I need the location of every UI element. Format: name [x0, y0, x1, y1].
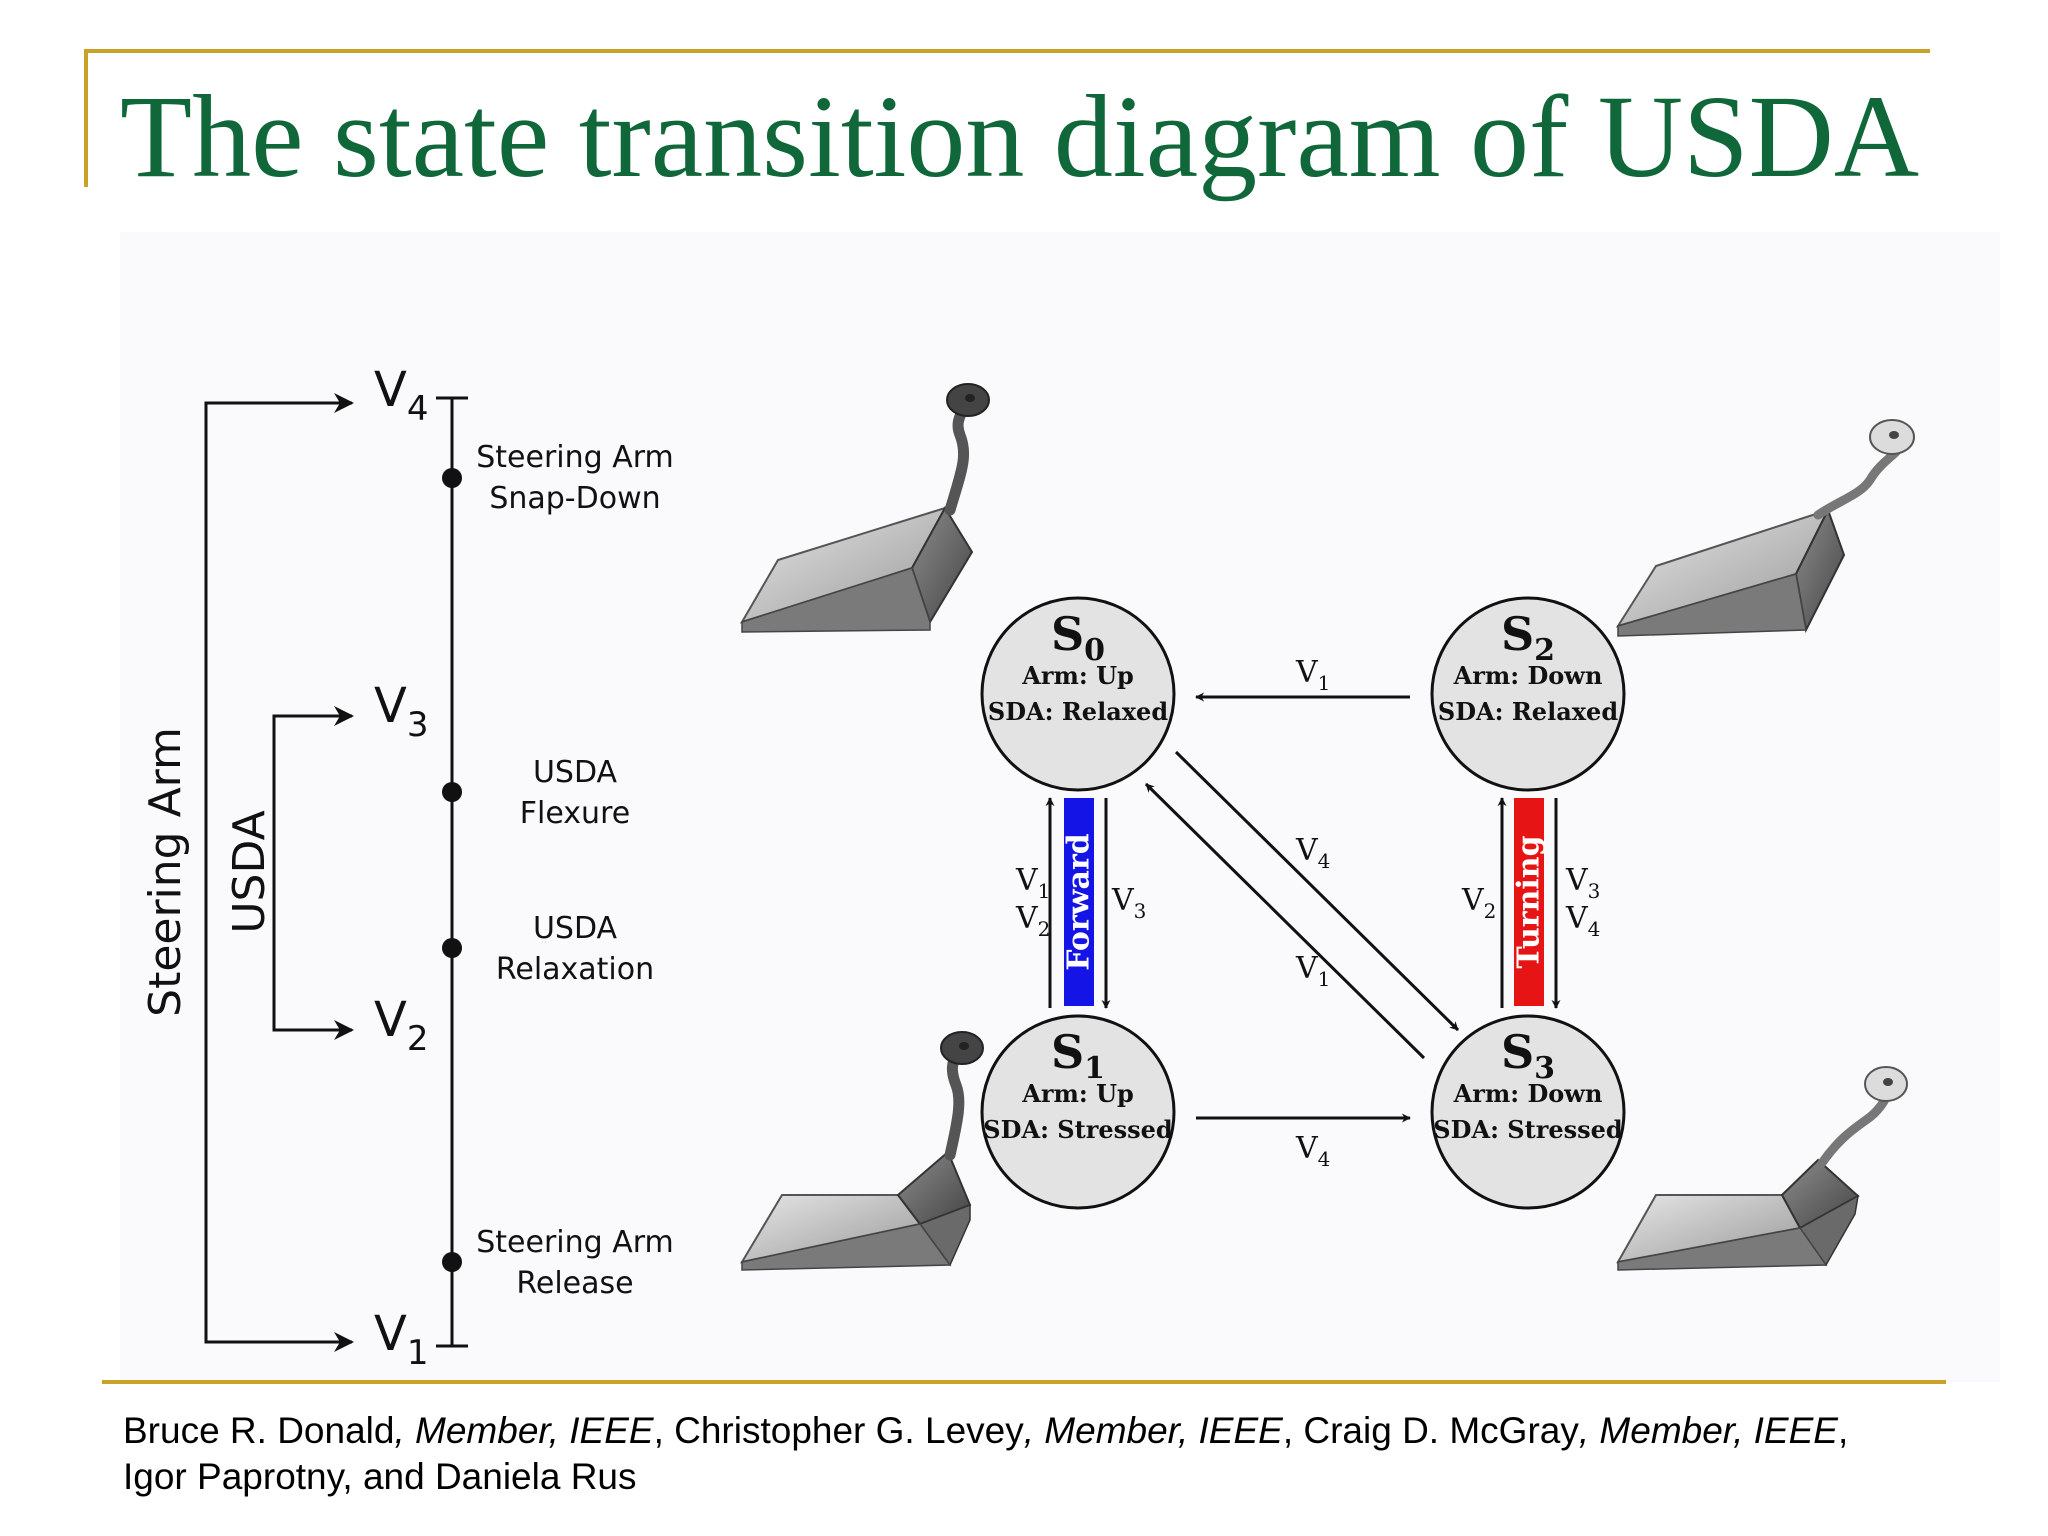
event-dot-relaxation: [442, 938, 462, 958]
event-label-release-2: Release: [516, 1266, 633, 1301]
author-1-affiliation: , Member, IEEE: [394, 1410, 654, 1451]
state-s1-name: S1: [1051, 1025, 1105, 1086]
event-label-snap-down-2: Snap-Down: [489, 481, 660, 516]
robot-illustration-arm-down-relaxed: [1615, 419, 1915, 637]
state-s1-sda: SDA: Stressed: [983, 1115, 1173, 1144]
arrow-s0-to-s3: [1174, 750, 1460, 1032]
voltage-label-v1: V1: [374, 1306, 428, 1373]
label-s0-to-s1: V3: [1111, 883, 1146, 923]
label-s2-to-s0: V1: [1295, 655, 1330, 695]
event-label-snap-down-1: Steering Arm: [476, 440, 674, 475]
state-s2: S2 Arm: Down SDA: Relaxed: [1430, 596, 1626, 792]
citation-line-2: Igor Paprotny, and Daniela Rus: [123, 1456, 637, 1497]
author-3-affiliation: , Member, IEEE: [1578, 1410, 1838, 1451]
state-s3: S3 Arm: Down SDA: Stressed: [1430, 1014, 1626, 1210]
state-s1: S1 Arm: Up SDA: Stressed: [980, 1014, 1176, 1210]
author-2: , Christopher G. Levey: [653, 1410, 1024, 1451]
title-rule: [84, 49, 1930, 53]
event-label-relaxation-2: Relaxation: [496, 952, 654, 987]
forward-bar: Forward: [1062, 798, 1097, 1006]
title-rule-left: [84, 49, 88, 187]
footer-rule: [102, 1380, 1946, 1384]
label-s1-to-s0-a: V1: [1015, 863, 1050, 903]
slide-title: The state transition diagram of USDA: [120, 71, 1920, 202]
event-label-flexure-1: USDA: [533, 755, 618, 790]
state-s1-arm: Arm: Up: [1021, 1079, 1134, 1108]
event-dot-flexure: [442, 782, 462, 802]
citation-comma: ,: [1837, 1410, 1849, 1451]
robot-illustration-arm-up-relaxed: [739, 383, 990, 633]
state-s0-arm: Arm: Up: [1021, 661, 1134, 690]
state-s0: S0 Arm: Up SDA: Relaxed: [980, 596, 1176, 792]
citation: Bruce R. Donald, Member, IEEE, Christoph…: [123, 1408, 2003, 1500]
forward-bar-label: Forward: [1062, 833, 1097, 971]
author-3: , Craig D. McGray: [1282, 1410, 1579, 1451]
event-dot-snap-down: [442, 468, 462, 488]
state-s2-arm: Arm: Down: [1453, 661, 1603, 690]
voltage-label-v4: V4: [374, 362, 428, 429]
robot-illustration-arm-up-stressed: [739, 1031, 984, 1271]
label-s2-to-s3-b: V4: [1565, 901, 1600, 941]
state-s3-name: S3: [1501, 1025, 1555, 1086]
state-s0-sda: SDA: Relaxed: [988, 697, 1168, 726]
robot-illustration-arm-down-stressed: [1616, 1066, 1908, 1271]
event-dot-release: [442, 1252, 462, 1272]
label-s1-to-s3: V4: [1295, 1131, 1330, 1171]
state-s3-sda: SDA: Stressed: [1433, 1115, 1623, 1144]
state-s2-sda: SDA: Relaxed: [1438, 697, 1618, 726]
author-1: Bruce R. Donald: [123, 1410, 395, 1451]
label-s2-to-s3-a: V3: [1565, 863, 1600, 903]
steering-arm-bracket-label: Steering Arm: [140, 727, 191, 1017]
event-label-flexure-2: Flexure: [520, 796, 630, 831]
author-2-affiliation: , Member, IEEE: [1023, 1410, 1283, 1451]
turning-bar-label: Turning: [1512, 835, 1547, 968]
label-s3-to-s2: V2: [1461, 883, 1496, 923]
state-s2-name: S2: [1501, 607, 1555, 668]
event-label-release-1: Steering Arm: [476, 1225, 674, 1260]
voltage-scale: Steering Arm USDA V4 V3 V2 V1 Steering A…: [140, 362, 674, 1373]
label-s1-to-s0-b: V2: [1015, 901, 1050, 941]
state-s3-arm: Arm: Down: [1453, 1079, 1603, 1108]
state-s0-name: S0: [1051, 607, 1105, 668]
arrow-s3-to-s0: [1144, 782, 1426, 1060]
citation-line-1: Bruce R. Donald, Member, IEEE, Christoph…: [123, 1408, 2003, 1454]
label-s0-to-s3: V4: [1295, 833, 1330, 873]
event-label-relaxation-1: USDA: [533, 911, 618, 946]
usda-bracket: [272, 714, 320, 1032]
label-s3-to-s0: V1: [1295, 951, 1330, 991]
usda-bracket-label: USDA: [224, 810, 275, 933]
voltage-label-v3: V3: [374, 678, 428, 745]
voltage-label-v2: V2: [374, 992, 428, 1059]
turning-bar: Turning: [1512, 798, 1547, 1006]
